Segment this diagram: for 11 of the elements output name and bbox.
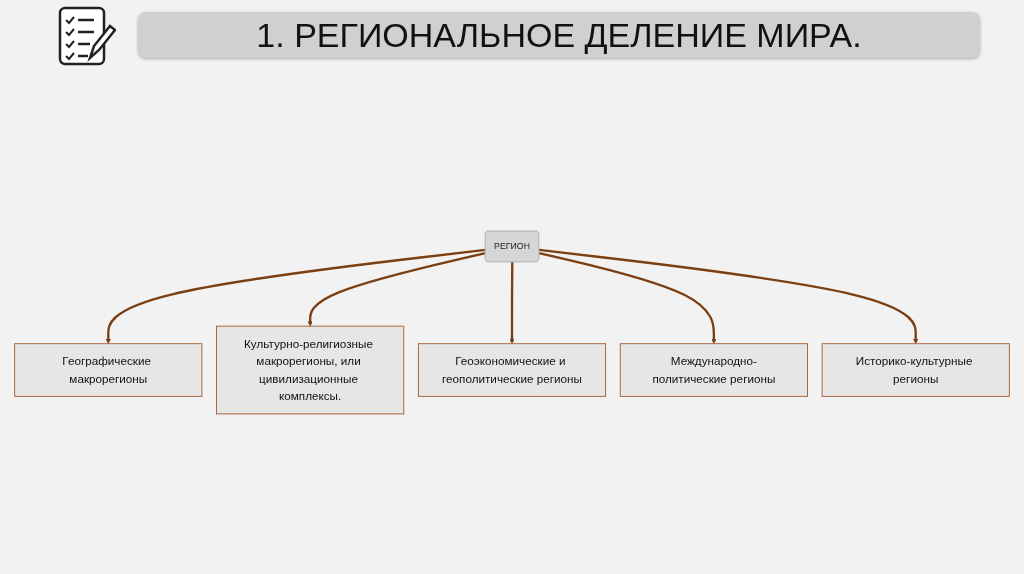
node-box: Историко-культурные регионы — [821, 343, 1010, 397]
arrow — [538, 248, 919, 344]
arrow — [509, 262, 515, 344]
arrow — [105, 248, 486, 344]
arrow — [538, 251, 717, 344]
node-box: Международно-политические регионы — [619, 343, 808, 397]
title-banner: 1. РЕГИОНАЛЬНОЕ ДЕЛЕНИЕ МИРА. — [138, 12, 980, 58]
node-box: Географические макрорегионы — [14, 343, 203, 397]
node-box: Культурно-религиозные макрорегионы, или цивилизационные комплексы. — [216, 325, 405, 415]
arrow — [307, 251, 486, 327]
node-box: Геоэкономические и геополитические регионы — [417, 343, 607, 397]
